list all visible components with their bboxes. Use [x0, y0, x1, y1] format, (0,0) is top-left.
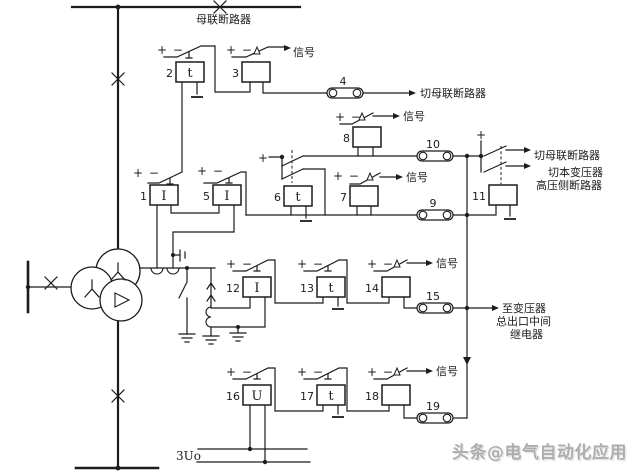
relay-box-6: 6 t [274, 185, 313, 207]
relay-number: 5 [203, 190, 210, 203]
plus-minus-mark: + − [226, 365, 253, 379]
relay-number: 12 [226, 282, 240, 295]
trip-bus-tie-label-1: 切母联断路器 [420, 86, 486, 100]
plus-mark: + [476, 128, 487, 142]
plus-minus-mark: + − [197, 164, 224, 178]
trip-coil-9: 9 [416, 197, 454, 221]
relay-symbol: t [328, 389, 334, 404]
relay-box-13: 13 t [300, 276, 346, 298]
coil-number: 19 [426, 400, 440, 413]
relay-box-17: 17 t [300, 384, 346, 406]
zero-seq-voltage-label: 3Uo [176, 449, 201, 463]
coil-number: 10 [426, 138, 440, 151]
relay-number: 13 [300, 282, 314, 295]
relay-number: 11 [472, 190, 486, 203]
to-transformer-label-3: 继电器 [510, 328, 543, 341]
plus-minus-mark: + − [133, 166, 160, 180]
relay-box-2: 2 t [166, 61, 205, 83]
to-transformer-label-2: 总出口中间 [496, 314, 551, 328]
junction-dots [25, 4, 484, 471]
coil-number: 15 [426, 290, 440, 303]
relay-number: 3 [232, 67, 239, 80]
relay-number: 18 [365, 390, 379, 403]
relay-box-16: 16 U [226, 384, 272, 406]
plus-minus-mark: + − [297, 257, 324, 271]
relay-symbol: I [224, 189, 229, 204]
three-winding-transformer-icon [70, 248, 143, 322]
relay-number: 6 [274, 191, 281, 204]
row-backup-protection-wires [232, 258, 499, 311]
relay-symbol: I [254, 281, 259, 296]
plus-minus-mark: + − [226, 43, 253, 57]
relay-number: 7 [340, 191, 347, 204]
plus-minus-mark: + − [333, 169, 360, 183]
signal-label-4: 信号 [436, 257, 458, 270]
bus-tie-breaker-label: 母联断路器 [196, 12, 251, 26]
polarity-marks: + − + − + − + − + − + − + − + − + − + − … [133, 43, 487, 379]
relay-symbol: I [161, 189, 166, 204]
relay-box-12: 12 I [226, 276, 272, 298]
relay-symbol: t [295, 190, 301, 205]
plus-minus-mark: + − [335, 110, 362, 124]
relay-number: 16 [226, 390, 240, 403]
breaker-x-icon [44, 0, 227, 403]
relay-symbol: U [252, 389, 263, 404]
relay-number: 8 [343, 132, 350, 145]
relay-number: 2 [166, 67, 173, 80]
relay-number: 17 [300, 390, 314, 403]
current-transformer-branch [139, 204, 235, 275]
signal-label-2: 信号 [403, 110, 425, 123]
relay-box-11: 11 [472, 184, 518, 206]
watermark: 头条@电气自动化应用 [452, 443, 627, 463]
plus-mark: + [258, 151, 269, 165]
trip-own-transformer-label-1: 切本变压器 [548, 165, 603, 179]
signal-label-1: 信号 [293, 46, 315, 59]
relay-number: 1 [140, 190, 147, 203]
plus-minus-mark: + − [367, 365, 394, 379]
relay-symbol: t [187, 66, 193, 81]
grounding-branch [178, 267, 266, 345]
relay-box-8: 8 [343, 126, 382, 148]
relay-box-5: 5 I [203, 184, 242, 206]
relay-box-3: 3 [232, 61, 271, 83]
trip-coil-19: 19 [416, 400, 454, 424]
relay-number: 14 [365, 282, 379, 295]
relay-symbol: t [328, 281, 334, 296]
relay-box-14: 14 [365, 276, 411, 298]
relay-box-1: 1 I [140, 184, 179, 206]
trip-coil-10: 10 [416, 138, 454, 162]
row-hv-protection-wires [203, 111, 531, 419]
signal-label-5: 信号 [436, 365, 458, 378]
coil-number: 4 [340, 75, 347, 88]
signal-label-3: 信号 [406, 171, 428, 184]
plus-minus-mark: + − [297, 365, 324, 379]
plus-minus-mark: + − [367, 257, 394, 271]
plus-minus-mark: + − [226, 257, 253, 271]
relay-box-18: 18 [365, 384, 411, 406]
to-transformer-label-1: 至变压器 [502, 301, 546, 315]
trip-coil-15: 15 [416, 290, 454, 314]
coil-number: 9 [430, 197, 437, 210]
row-bus-tie-protection-wires [147, 45, 416, 185]
relay-box-7: 7 [340, 185, 379, 207]
trip-coil-4: 4 [326, 75, 364, 99]
text-labels: 母联断路器 切母联断路器 切母联断路器 切本变压器 高压侧断路器 信号 信号 信… [176, 12, 603, 463]
plus-minus-mark: + − [157, 43, 184, 57]
row-zero-seq-protection-wires [196, 366, 468, 463]
trip-own-transformer-label-2: 高压侧断路器 [536, 178, 602, 192]
trip-bus-tie-label-2: 切母联断路器 [534, 148, 600, 162]
